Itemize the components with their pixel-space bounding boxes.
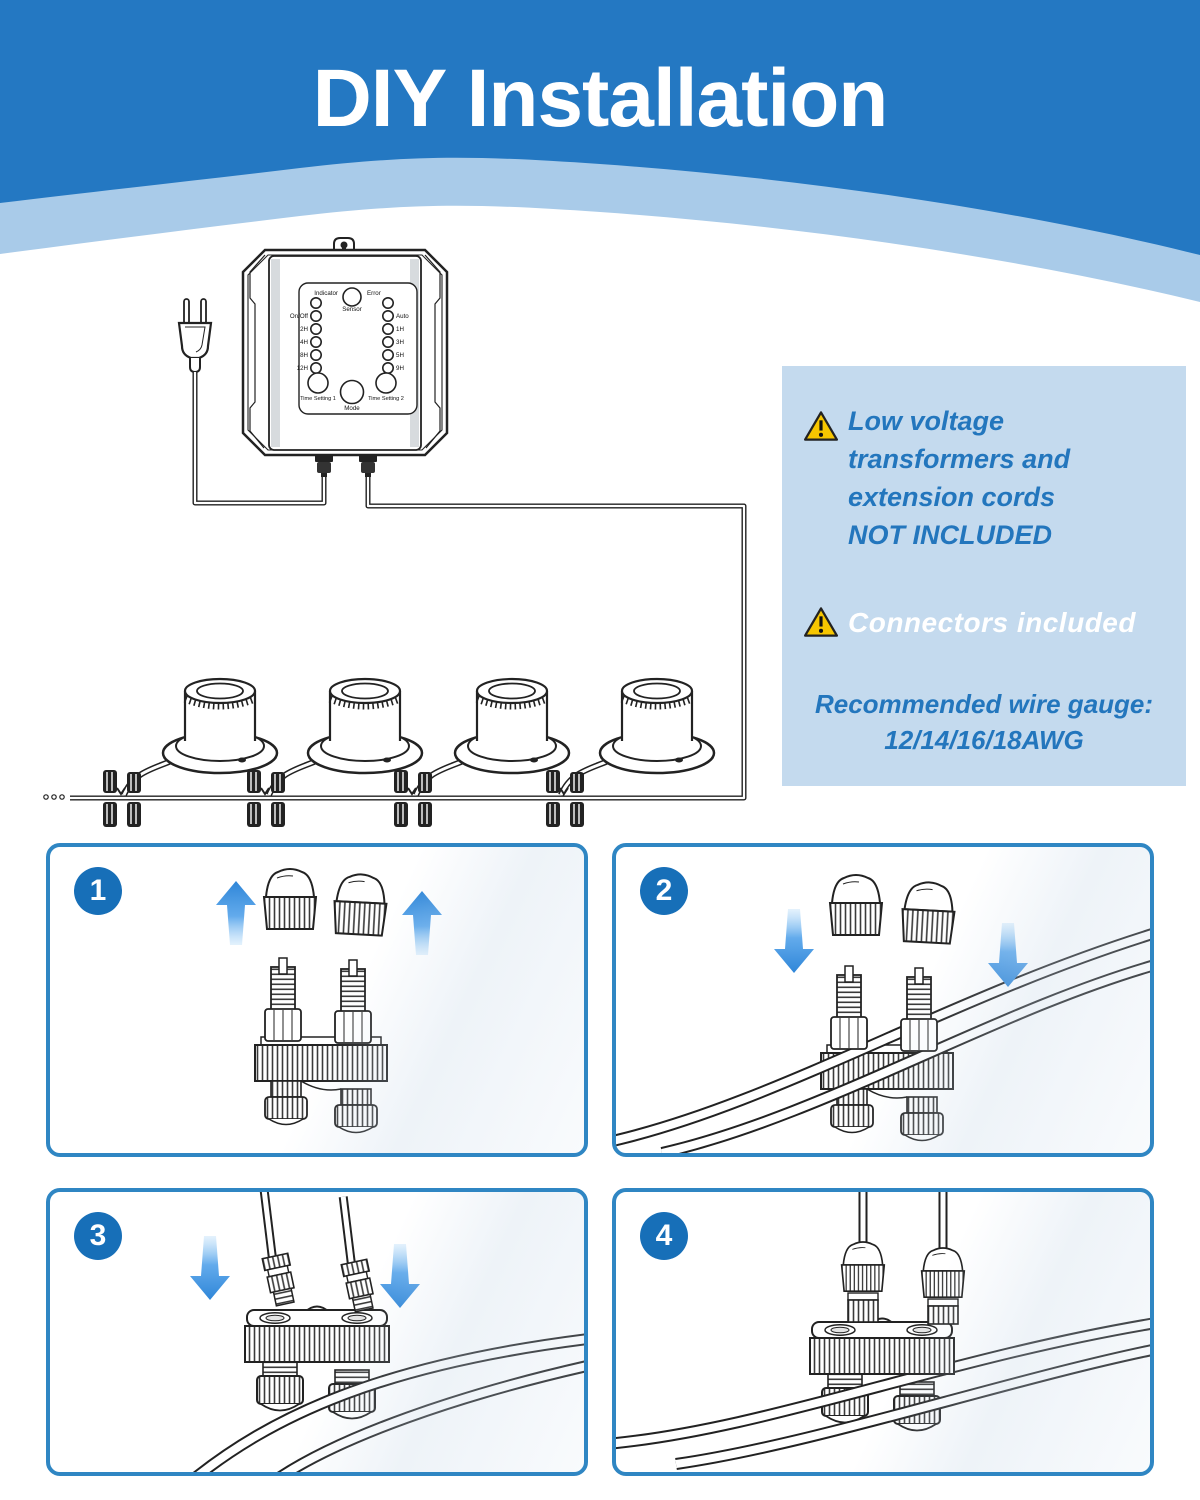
time-setting-1-button[interactable]: [307, 372, 329, 394]
time-setting-1-label: Time Setting 1: [300, 396, 336, 402]
step-panel-1: 1: [46, 843, 588, 1157]
led-label-3h: 3H: [396, 339, 404, 346]
led-label-9h: 9H: [396, 365, 404, 372]
step-3-illustration: [190, 1192, 584, 1472]
notes-panel: Low voltage transformers and extension c…: [782, 366, 1186, 786]
note-line: Low voltage: [848, 406, 1005, 436]
led: [381, 335, 394, 348]
sensor-label: Sensor: [342, 306, 362, 313]
time-setting-2-button[interactable]: [375, 372, 397, 394]
output-port-1: [315, 455, 333, 477]
main-wires: [616, 1317, 1150, 1470]
wiring-diagram: Indicator Error Sensor On/Off 2H 4H 8H 1…: [43, 237, 747, 828]
led: [381, 361, 394, 374]
mode-button[interactable]: [339, 379, 365, 405]
led-label-2h: 2H: [300, 326, 308, 333]
mode-label: Mode: [344, 405, 360, 412]
step-number-badge: 2: [640, 867, 688, 915]
wire-gauge-recommendation: Recommended wire gauge: 12/14/16/18AWG: [782, 686, 1186, 758]
control-panel: Indicator Error Sensor On/Off 2H 4H 8H 1…: [290, 282, 418, 415]
error-led: [381, 296, 394, 309]
header-wave-graphic: [0, 0, 1200, 302]
cable-fitting: [328, 1195, 377, 1313]
note-not-included: Low voltage transformers and extension c…: [848, 402, 1178, 554]
led: [309, 309, 322, 322]
led: [309, 322, 322, 335]
main-wires: [192, 1333, 584, 1472]
step-number-badge: 4: [640, 1212, 688, 1260]
step-panel-4: 4: [612, 1188, 1154, 1476]
wire-continuation-dot: [59, 794, 65, 800]
led-label-4h: 4H: [300, 339, 308, 346]
wire-continuation-dot: [51, 794, 57, 800]
power-plug-icon: [177, 298, 213, 374]
led-label-5h: 5H: [396, 352, 404, 359]
note-line: extension cords: [848, 482, 1056, 512]
step-panel-2: 2: [612, 843, 1154, 1157]
header-banner: DIY Installation: [0, 0, 1200, 330]
page-title: DIY Installation: [312, 53, 889, 144]
step-4-illustration: [616, 1192, 1150, 1470]
main-wire: [43, 472, 747, 801]
main-wires: [616, 928, 1150, 1153]
indicator-led: [309, 296, 322, 309]
arrow-down-icon: [190, 1236, 230, 1300]
led: [381, 309, 394, 322]
led-label-onoff: On/Off: [290, 313, 308, 320]
led-label-8h: 8H: [300, 352, 308, 359]
wire-gauge-label: Recommended wire gauge:: [814, 689, 1154, 719]
output-port-2: [359, 455, 377, 477]
led-column-left: On/Off 2H 4H 8H 12H: [290, 296, 322, 374]
step-number-badge: 3: [74, 1212, 122, 1260]
sensor-button[interactable]: [342, 287, 362, 307]
led: [309, 361, 322, 374]
arrow-down-icon: [774, 909, 814, 973]
cable-glands: [840, 1192, 966, 1325]
indicator-label: Indicator: [314, 290, 338, 297]
timer-controller: Indicator Error Sensor On/Off 2H 4H 8H 1…: [241, 237, 449, 477]
step-1-illustration: [216, 868, 442, 1153]
led: [381, 322, 394, 335]
note-line: transformers and: [848, 444, 1071, 474]
header-wave-dark: [0, 0, 1200, 255]
arrow-up-icon: [402, 891, 442, 955]
step-2-illustration: [616, 874, 1150, 1153]
power-cord: [192, 372, 327, 506]
led: [381, 348, 394, 361]
led-label-auto: Auto: [396, 313, 409, 320]
arrow-up-icon: [216, 881, 256, 945]
led-column-right: Auto 1H 3H 5H 9H: [381, 296, 409, 374]
led: [309, 335, 322, 348]
led: [309, 348, 322, 361]
wire-gauge-value: 12/14/16/18AWG: [884, 725, 1084, 755]
led-label-1h: 1H: [396, 326, 404, 333]
led-label-12h: 12H: [297, 365, 308, 372]
cable-fitting: [249, 1192, 298, 1307]
note-line: NOT INCLUDED: [848, 520, 1052, 550]
step-number-badge: 1: [74, 867, 122, 915]
step-panel-3: 3: [46, 1188, 588, 1476]
time-setting-2-label: Time Setting 2: [368, 396, 404, 402]
error-label: Error: [367, 290, 381, 297]
warning-icon: [804, 607, 838, 637]
wire-continuation-dot: [43, 794, 49, 800]
note-connectors-included: Connectors included: [848, 607, 1136, 638]
warning-icon: [804, 411, 838, 441]
arrow-down-icon: [380, 1244, 420, 1308]
